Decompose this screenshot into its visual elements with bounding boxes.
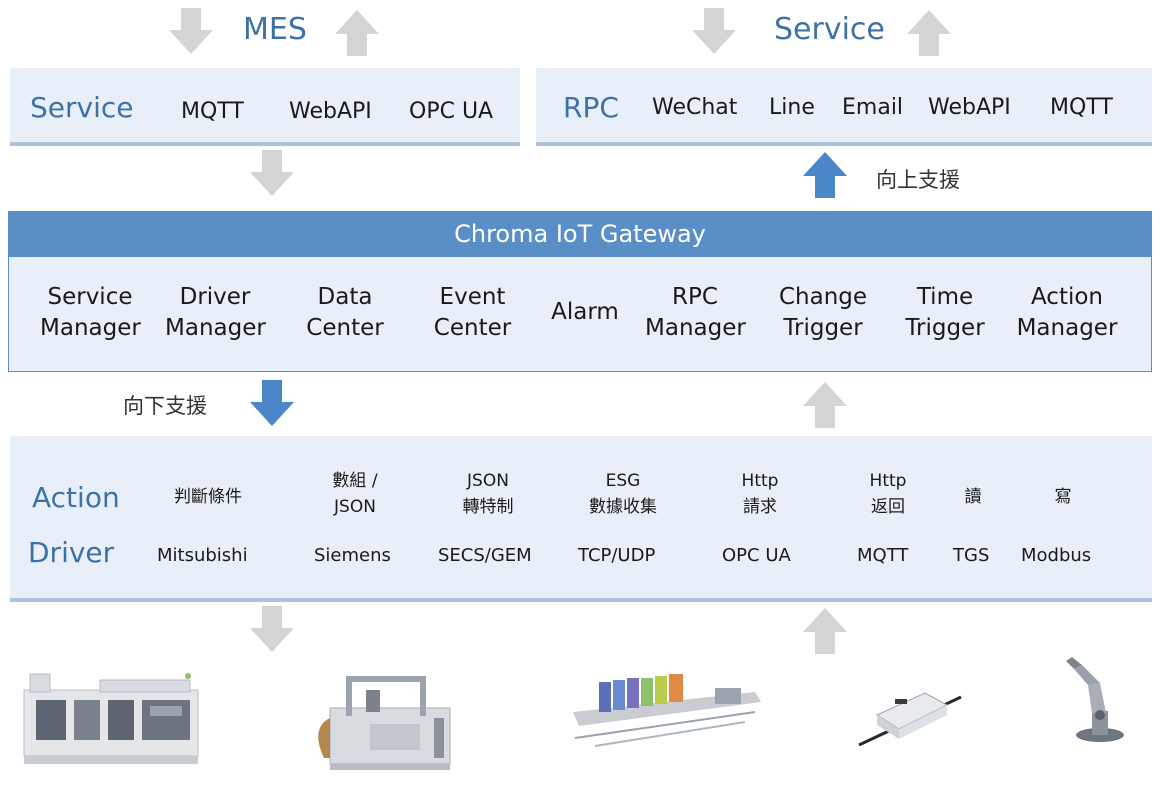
- arrow-down-icon: [250, 150, 294, 196]
- arrow-down-icon: [692, 8, 736, 54]
- driver-tcp-udp: TCP/UDP: [578, 545, 656, 566]
- service-label: Service: [30, 91, 134, 124]
- mes-service-panel: [10, 68, 520, 146]
- robotic-arm: [1066, 657, 1124, 742]
- driver-opc-ua: OPC UA: [722, 545, 791, 566]
- channel-webapi: WebAPI: [928, 95, 1011, 120]
- driver-modbus: Modbus: [1021, 545, 1092, 566]
- driver-mqtt: MQTT: [857, 545, 909, 566]
- action-array-json: 數組 /JSON: [332, 471, 378, 517]
- rpc-label: RPC: [563, 91, 619, 124]
- channel-mqtt: MQTT: [1050, 95, 1113, 120]
- upward-support-label: 向上支援: [876, 168, 960, 192]
- production-line-equipment: [23, 673, 199, 764]
- arrow-up-icon: [335, 10, 379, 56]
- assembly-machine: [318, 676, 451, 770]
- service-title: Service: [774, 12, 885, 47]
- action-read: 讀: [964, 487, 982, 507]
- action-driver-panel: [10, 436, 1152, 602]
- module-alarm: Alarm: [551, 299, 619, 325]
- mes-title: MES: [243, 12, 307, 47]
- driver-siemens: Siemens: [314, 545, 391, 566]
- channel-wechat: WeChat: [652, 95, 738, 120]
- arrow-up-icon: [907, 10, 951, 56]
- arrow-up-icon: [803, 382, 847, 428]
- arrow-down-icon: [250, 380, 294, 426]
- channel-line: Line: [769, 95, 815, 120]
- gateway-title: Chroma IoT Gateway: [8, 211, 1152, 257]
- driver-mitsubishi: Mitsubishi: [157, 545, 248, 566]
- arrow-down-icon: [169, 8, 213, 54]
- action-label: Action: [32, 481, 120, 514]
- gateway-body: [8, 257, 1152, 372]
- rpc-panel: [536, 68, 1152, 146]
- driver-secs-gem: SECS/GEM: [438, 545, 532, 566]
- driver-tgs: TGS: [953, 545, 990, 566]
- channel-email: Email: [842, 95, 904, 120]
- action-condition: 判斷條件: [174, 487, 242, 507]
- arrow-down-icon: [250, 606, 294, 652]
- agv-robot: [858, 692, 962, 747]
- arrow-up-icon: [803, 608, 847, 654]
- driver-label: Driver: [28, 536, 115, 569]
- action-write: 寫: [1054, 487, 1072, 507]
- warehouse-conveyor: [573, 674, 761, 747]
- arrow-up-icon: [803, 152, 847, 198]
- protocol-opcua: OPC UA: [409, 99, 494, 124]
- downward-support-label: 向下支援: [123, 394, 207, 418]
- protocol-mqtt: MQTT: [181, 99, 244, 124]
- protocol-webapi: WebAPI: [289, 99, 372, 124]
